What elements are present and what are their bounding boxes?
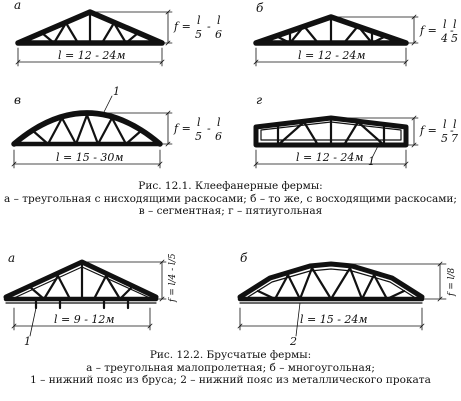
span-label-12-2-a: l = 9 - 12м (54, 313, 115, 326)
svg-text:5: 5 (195, 130, 202, 143)
truss-12-1-b (253, 14, 419, 67)
svg-text:f =: f = (419, 124, 437, 137)
panel-letter-12-1-g: г (256, 93, 262, 107)
svg-text:l: l (197, 14, 201, 27)
span-label-12-1-a: l = 12 - 24м (58, 49, 126, 62)
height-ratio-12-1-a: f = l 5 - l 6 (173, 14, 222, 41)
marker-12-1-g: 1 (368, 155, 375, 168)
svg-text:l: l (443, 18, 447, 31)
svg-text:-: - (207, 20, 211, 33)
caption-line: в – сегментная; г – пятиугольная (138, 205, 323, 217)
marker-12-2-a: 1 (24, 335, 31, 348)
svg-text:5: 5 (441, 132, 448, 145)
svg-text:l: l (217, 116, 221, 129)
caption-figure-12-1: Рис. 12.1. Клеефанерные фермы: а – треуг… (0, 180, 461, 218)
svg-text:f =: f = (173, 20, 191, 33)
marker-12-2-b: 2 (289, 335, 297, 348)
truss-12-2-a (3, 259, 167, 337)
panel-letter-12-2-b: б (240, 251, 248, 265)
height-label-12-2-a: f = l/4 - l/5 (168, 253, 178, 303)
height-ratio-12-1-g: f = l 5 - l 7 (419, 118, 458, 145)
caption-figure-12-2: Рис. 12.2. Брусчатые фермы: а – треуголь… (0, 349, 461, 387)
span-label-12-1-g: l = 12 - 24м (296, 151, 364, 164)
truss-12-2-b (237, 261, 447, 337)
truss-12-1-a (15, 9, 173, 67)
span-label-12-2-b: l = 15 - 24м (300, 313, 368, 326)
panel-letter-12-1-a: а (14, 0, 21, 12)
span-label-12-1-v: l = 15 - 30м (56, 151, 124, 164)
svg-text:6: 6 (215, 130, 222, 143)
svg-text:-: - (450, 124, 454, 137)
svg-text:6: 6 (215, 28, 222, 41)
svg-text:5: 5 (451, 32, 458, 45)
truss-12-1-v (11, 95, 173, 169)
svg-text:7: 7 (451, 132, 458, 145)
caption-line: а – треугольная с нисходящими раскосами;… (4, 192, 457, 205)
svg-text:f =: f = (419, 24, 437, 37)
svg-text:4: 4 (440, 32, 448, 45)
svg-text:l: l (453, 118, 457, 131)
svg-text:-: - (207, 122, 211, 135)
svg-text:l: l (217, 14, 221, 27)
span-label-12-1-b: l = 12 - 24м (298, 49, 366, 62)
svg-text:f =: f = (173, 122, 191, 135)
caption-title: Рис. 12.2. Брусчатые фермы: (149, 349, 312, 361)
panel-letter-12-2-a: а (8, 251, 15, 265)
caption-line: 1 – нижний пояс из бруса; 2 – нижний поя… (30, 374, 431, 386)
panel-letter-12-1-b: б (256, 1, 264, 15)
truss-12-1-g (253, 115, 419, 169)
svg-text:5: 5 (195, 28, 202, 41)
svg-text:-: - (450, 24, 454, 37)
svg-text:l: l (453, 18, 457, 31)
panel-letter-12-1-v: в (14, 93, 21, 107)
height-label-12-2-b: f = l/8 (447, 267, 457, 297)
svg-text:l: l (197, 116, 201, 129)
caption-line: а – треугольная малопролетная; б – много… (86, 361, 375, 374)
caption-title: Рис. 12.1. Клеефанерные фермы: (138, 180, 323, 192)
svg-text:l: l (443, 118, 447, 131)
height-ratio-12-1-v: f = l 5 - l 6 (173, 116, 222, 143)
marker-12-1-v: 1 (113, 85, 120, 98)
height-ratio-12-1-b: f = l 4 - l 5 (419, 18, 458, 45)
